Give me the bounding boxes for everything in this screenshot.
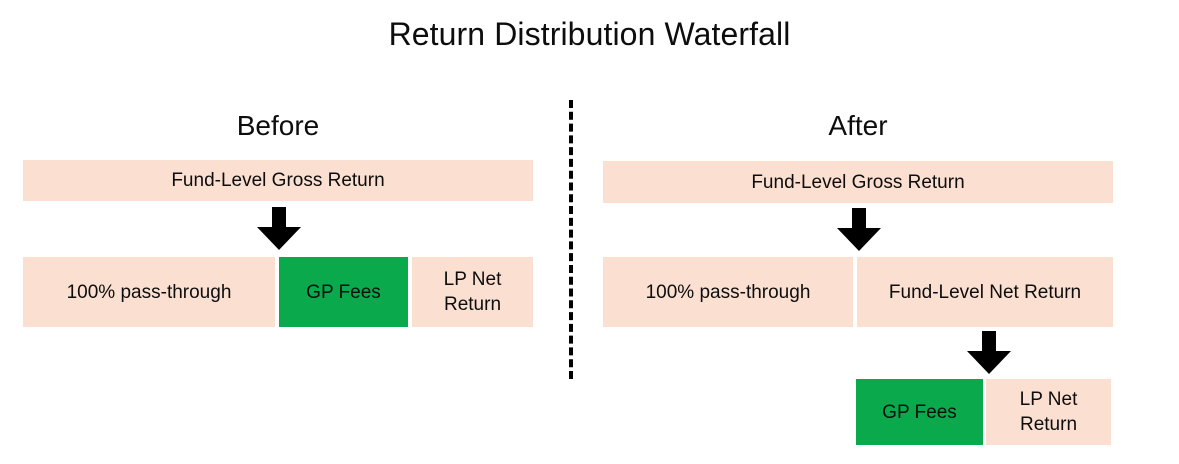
box-after-gp-fees: GP Fees [856, 379, 983, 445]
panel-header-before: Before [236, 110, 320, 141]
box-label: Fund-Level Gross Return [751, 171, 965, 193]
box-label: Fund-Level Net Return [888, 281, 1082, 303]
box-label: GP Fees [306, 281, 381, 303]
page-title: Return Distribution Waterfall [388, 16, 791, 52]
arrow-down-icon [256, 207, 302, 251]
box-before-gp-fees: GP Fees [279, 257, 408, 327]
arrow-down-icon [836, 208, 882, 252]
box-after-fund-level-net-return: Fund-Level Net Return [857, 257, 1113, 327]
box-label: Fund-Level Gross Return [171, 170, 385, 191]
arrow-down-icon [966, 331, 1012, 375]
box-before-pass-through: 100% pass-through [23, 257, 275, 327]
box-label: 100% pass-through [66, 281, 232, 303]
box-after-fund-level-gross-return: Fund-Level Gross Return [603, 161, 1113, 203]
box-label: GP Fees [882, 401, 957, 423]
box-label: 100% pass-through [645, 281, 811, 303]
box-before-fund-level-gross-return: Fund-Level Gross Return [23, 160, 533, 201]
panel-divider [569, 100, 573, 379]
box-after-pass-through: 100% pass-through [603, 257, 853, 327]
box-label: LP Net Return [443, 269, 502, 315]
box-after-lp-net-return: LP Net Return [986, 379, 1111, 445]
box-label: LP Net Return [1019, 389, 1078, 435]
panel-header-after: After [828, 110, 888, 141]
box-before-lp-net-return: LP Net Return [412, 257, 533, 327]
